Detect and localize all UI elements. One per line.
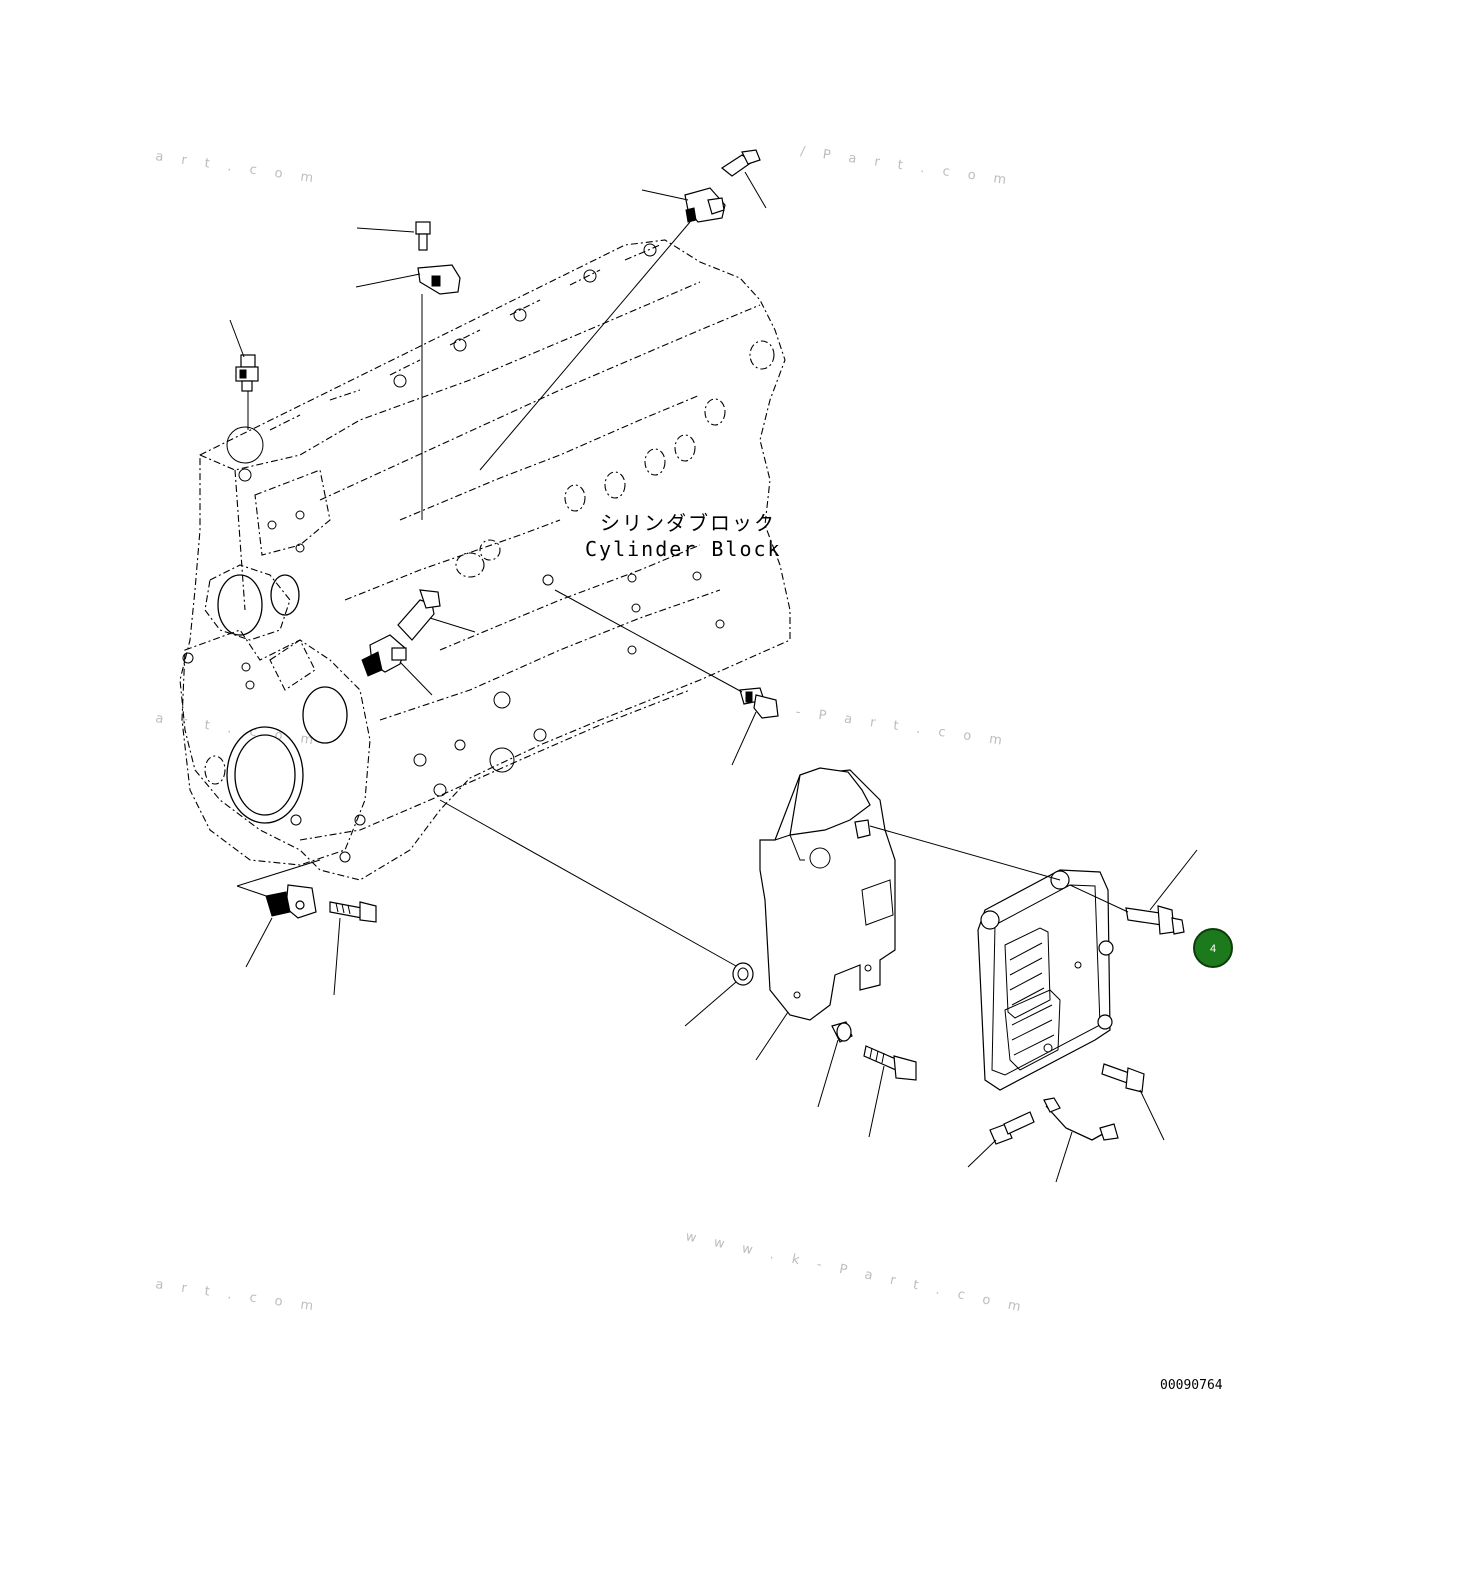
callout-circle[interactable]	[1193, 928, 1233, 968]
watermark: k - P a r t . c o m	[769, 701, 1009, 749]
ground-strap	[1043, 1097, 1119, 1141]
small-bolt-top	[415, 221, 431, 251]
block-label-jp: シリンダブロック	[600, 511, 776, 535]
callout-badge[interactable]: 4	[1193, 928, 1233, 968]
ecm-bracket	[759, 767, 896, 1021]
pressure-sensor-right	[739, 687, 779, 719]
callout-number[interactable]: 4	[1210, 943, 1216, 955]
middle-bolt	[397, 589, 441, 641]
engine-controller	[977, 869, 1114, 1091]
watermark: / P a r t . c o m	[799, 144, 1014, 189]
cam-sensor	[684, 187, 726, 223]
bolt-bracket-bottom	[863, 1045, 917, 1081]
bolt-ecm-upper-right	[1125, 905, 1185, 935]
ecm-bolts	[831, 905, 1185, 1145]
watermark: a r t . c o m	[154, 149, 321, 187]
temp-sensor-left	[235, 354, 259, 392]
bolt-ecm-lower-left	[989, 1111, 1035, 1145]
watermark: a r t . c o m	[154, 711, 321, 749]
cylinder-block	[179, 239, 791, 881]
watermark: w w w . k - P a r t . c o m	[684, 1229, 1029, 1316]
bolt-ecm-lower-right	[1101, 1063, 1145, 1093]
top-bolt	[720, 149, 761, 177]
bolt-lower-left	[329, 901, 377, 923]
block-label-en: Cylinder Block	[585, 537, 782, 561]
parts	[235, 149, 779, 986]
watermarks: a r t . c o m / P a r t . c o m a r t . …	[154, 144, 1028, 1316]
sensor-bracket-top	[417, 264, 461, 295]
watermark: a r t . c o m	[154, 1277, 321, 1315]
grommet	[732, 962, 754, 986]
drawing-code: 00090764	[1160, 1378, 1223, 1393]
collar-bracket	[831, 1021, 853, 1043]
crank-sensor	[361, 634, 407, 677]
leader-lines	[229, 171, 1198, 1183]
sensor-lower-left	[265, 884, 317, 919]
